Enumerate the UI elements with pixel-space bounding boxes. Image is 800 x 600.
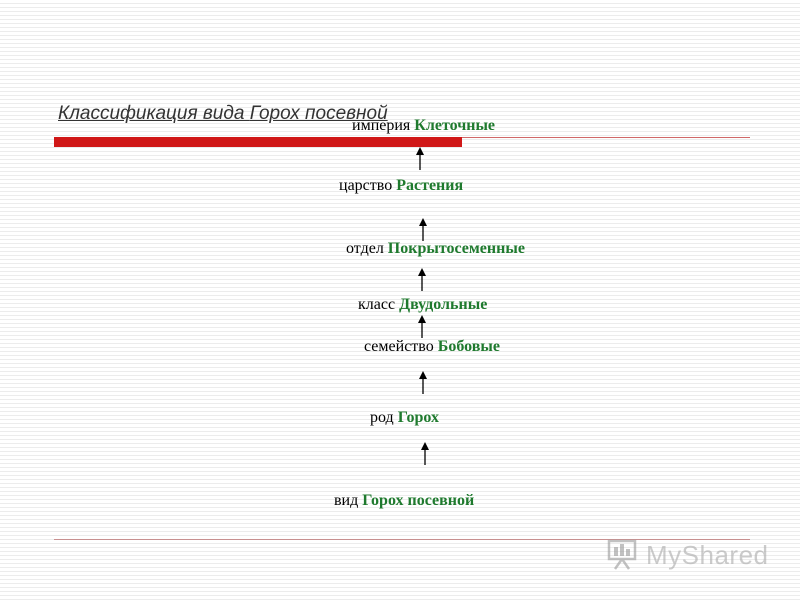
slide-title-highlight: Горох посевной bbox=[249, 103, 388, 124]
rank-row-genus: род Горох bbox=[370, 409, 439, 427]
rank-label: класс bbox=[358, 296, 396, 313]
presentation-board-icon bbox=[607, 539, 637, 570]
rank-row-family: семейство Бобовые bbox=[364, 338, 500, 356]
watermark-text: MyShared bbox=[646, 540, 769, 570]
rank-label: царство bbox=[339, 177, 393, 194]
title-accent-bar bbox=[54, 137, 462, 147]
up-arrow-icon bbox=[416, 147, 424, 170]
up-arrow-icon bbox=[418, 268, 426, 291]
rank-value: Двудольные bbox=[399, 296, 488, 313]
slide-title: Классификация вида Горох посевной bbox=[58, 103, 388, 125]
up-arrow-icon bbox=[419, 371, 427, 394]
rank-label: вид bbox=[334, 492, 359, 509]
rank-row-species: вид Горох посевной bbox=[334, 492, 474, 510]
rank-value: Покрытосеменные bbox=[387, 240, 525, 257]
up-arrow-icon bbox=[419, 218, 427, 241]
rank-value: Растения bbox=[396, 177, 464, 194]
up-arrow-icon bbox=[421, 442, 429, 465]
title-rule bbox=[462, 137, 750, 138]
rank-label: отдел bbox=[346, 240, 384, 257]
footer-rule bbox=[54, 539, 750, 540]
rank-value: Горох bbox=[397, 409, 439, 426]
watermark: MyShared bbox=[606, 536, 769, 572]
rank-row-class: класс Двудольные bbox=[358, 296, 487, 314]
rank-value: Бобовые bbox=[437, 338, 500, 355]
rank-row-empire: империя Клеточные bbox=[352, 117, 495, 135]
rank-row-kingdom: царство Растения bbox=[339, 177, 463, 195]
rank-row-division: отдел Покрытосеменные bbox=[346, 240, 525, 258]
rank-value: Клеточные bbox=[414, 117, 496, 134]
rank-label: семейство bbox=[364, 338, 434, 355]
slide-title-prefix: Классификация вида bbox=[58, 103, 250, 124]
rank-value: Горох посевной bbox=[362, 492, 475, 509]
rank-label: империя bbox=[352, 117, 411, 134]
rank-label: род bbox=[370, 409, 394, 426]
up-arrow-icon bbox=[418, 315, 426, 338]
